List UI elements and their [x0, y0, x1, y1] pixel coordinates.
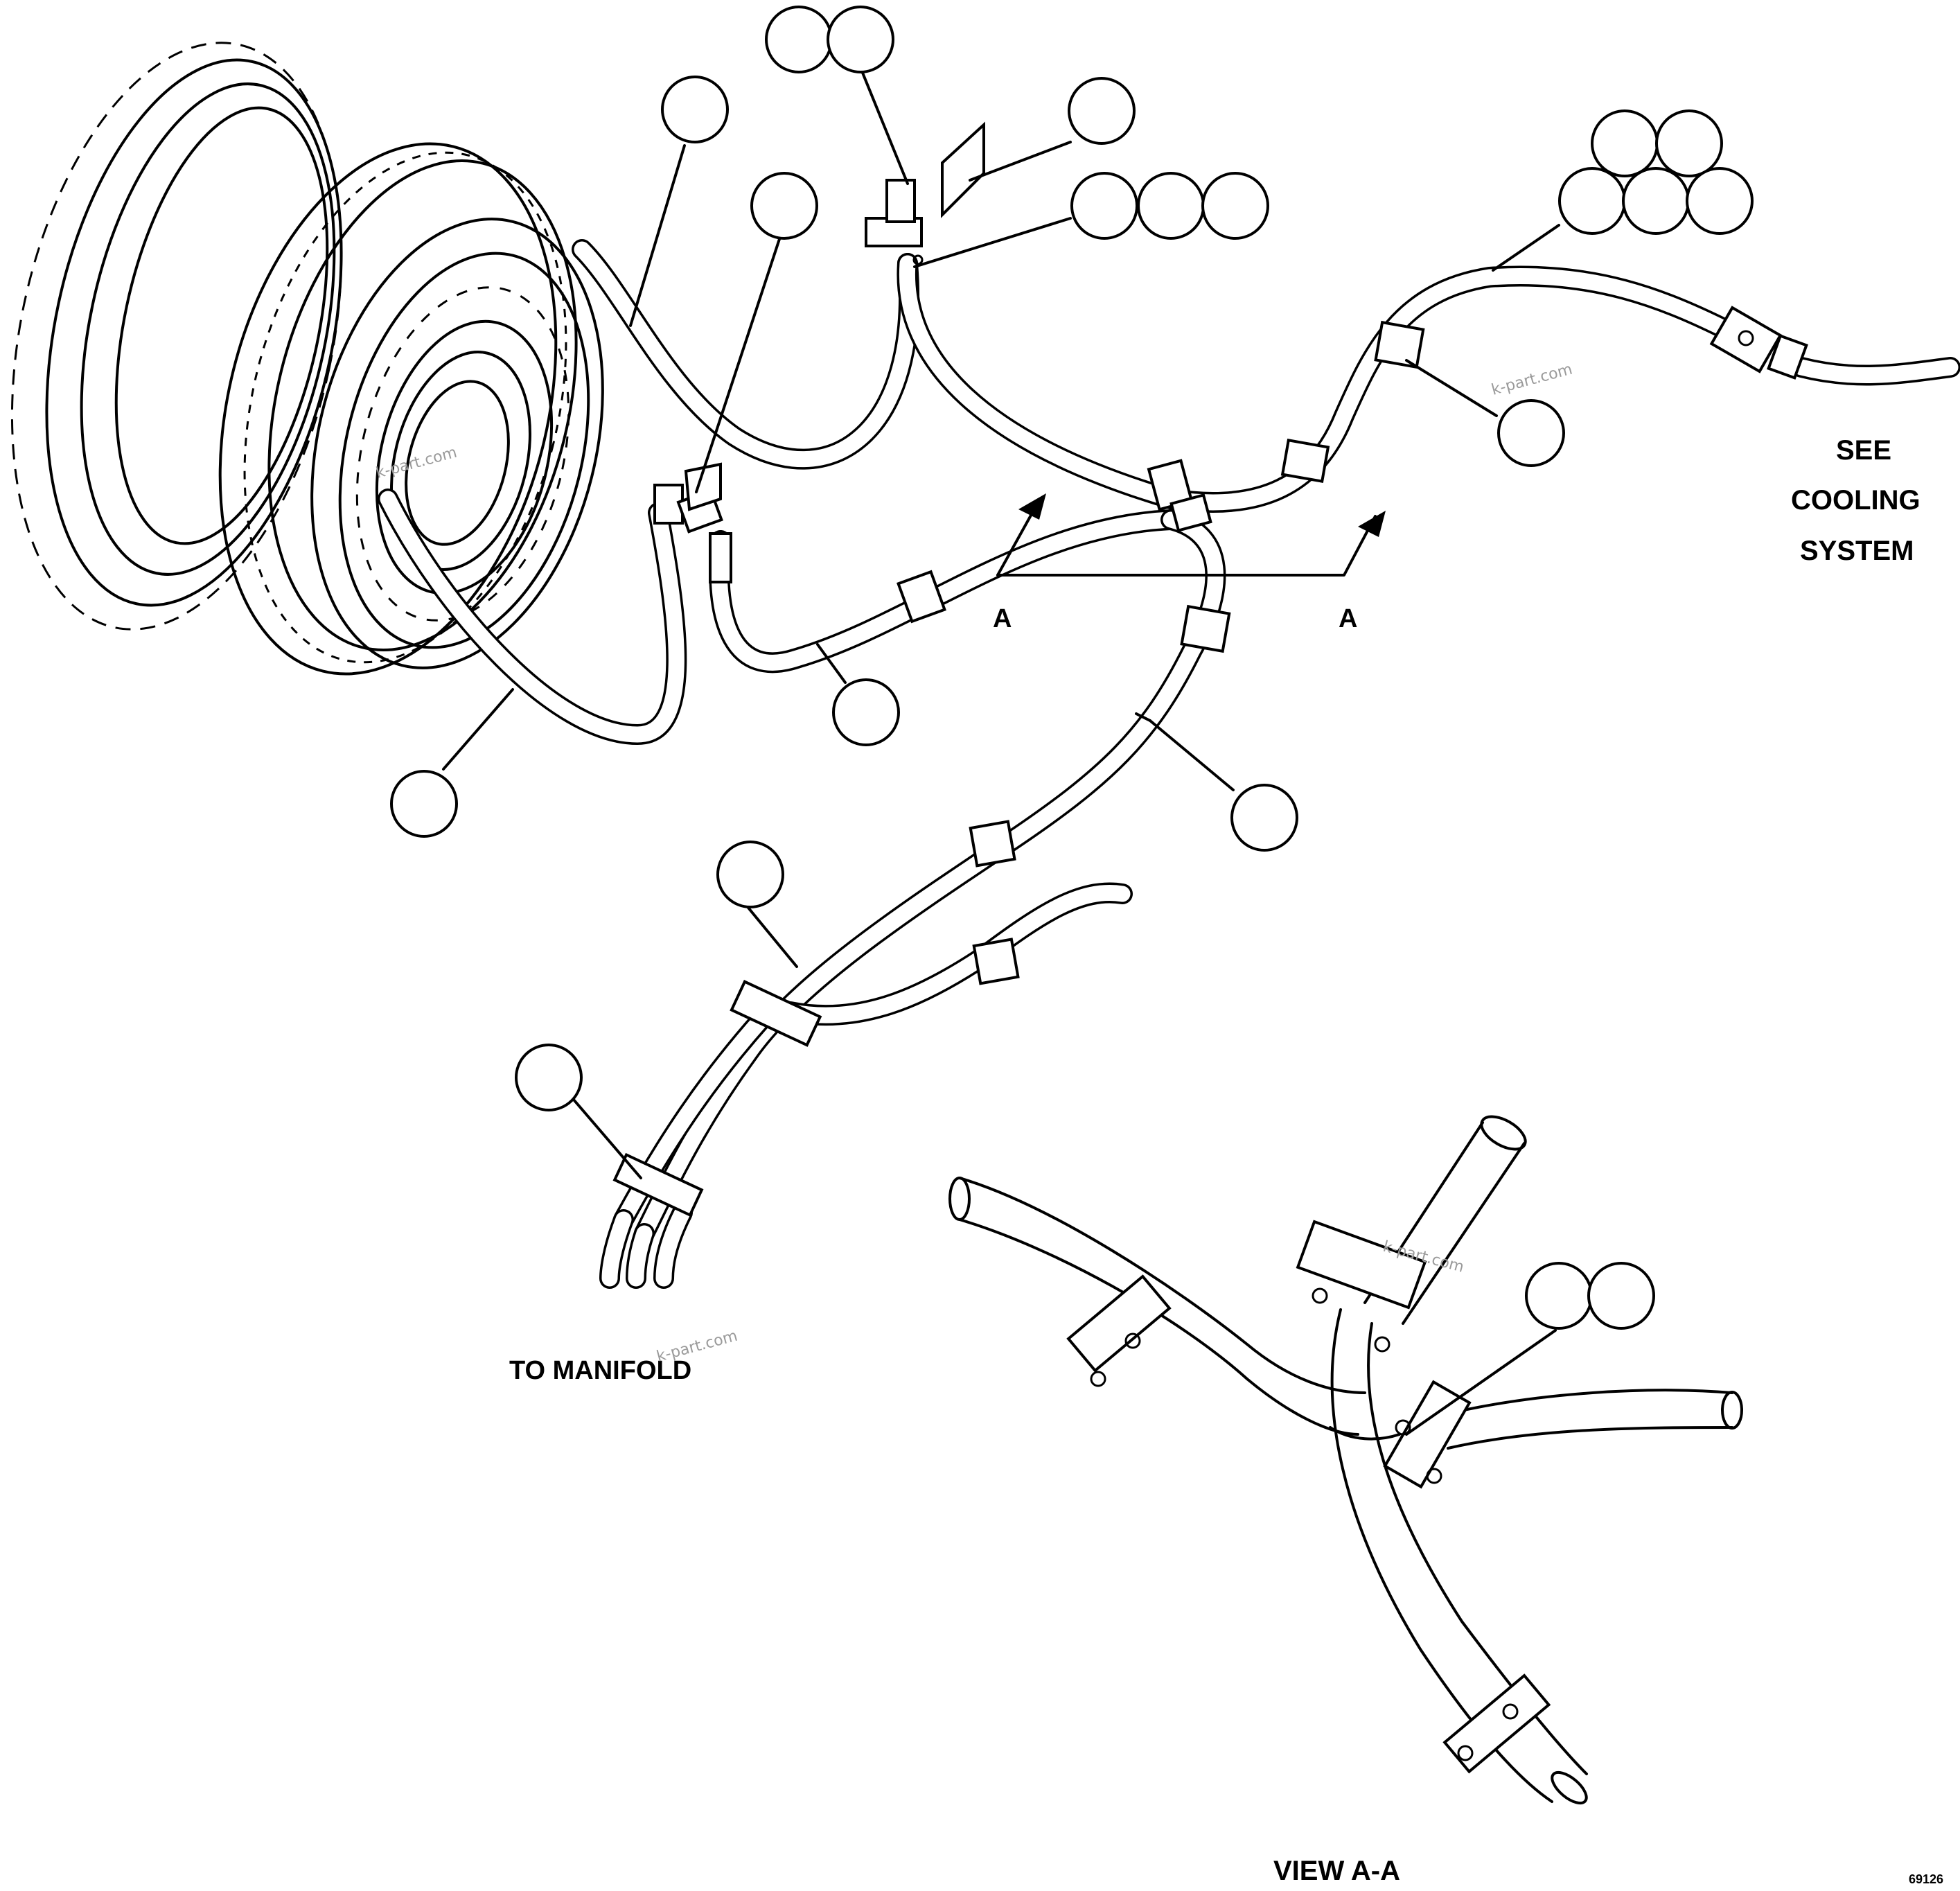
- callout-bubble: [390, 770, 458, 838]
- watermark: k-part.com: [1490, 361, 1574, 399]
- callout-bubbles: [390, 6, 1754, 1330]
- callout-bubble: [832, 678, 900, 746]
- see-cooling-system-line2: COOLING: [1791, 485, 1921, 516]
- watermark: k-part.com: [374, 444, 459, 482]
- cooling-fitting: [1709, 306, 1808, 380]
- callout-leaders: [442, 71, 1560, 1436]
- callout-bubble: [1068, 77, 1136, 145]
- see-cooling-system-line1: SEE: [1836, 435, 1891, 466]
- callout-bubble: [1497, 399, 1565, 467]
- callout-bubble: [661, 76, 729, 143]
- torque-converter-housing: [218, 142, 578, 676]
- callout-bubble: [515, 1044, 583, 1111]
- callout-bubble: [750, 172, 818, 240]
- callout-bubble: [1070, 172, 1138, 240]
- section-cut-line: [996, 493, 1386, 577]
- harness-clamps: [612, 320, 1425, 1217]
- callout-bubble: [1137, 172, 1205, 240]
- watermark: k-part.com: [655, 1328, 739, 1366]
- callout-bubble: [1525, 1262, 1593, 1330]
- callout-bubble: [1622, 167, 1690, 235]
- callout-bubble: [765, 6, 833, 73]
- callout-bubble: [1686, 167, 1754, 235]
- callout-bubble: [1587, 1262, 1655, 1330]
- callout-bubble: [827, 6, 894, 73]
- to-manifold-label: TO MANIFOLD: [509, 1356, 691, 1385]
- callout-bubble: [716, 841, 784, 908]
- converter-face: [310, 218, 604, 669]
- view-a-a-detail: [948, 1115, 1743, 1805]
- callout-bubble: [1655, 109, 1723, 177]
- hose-bundle: [378, 239, 1960, 1289]
- ring-gear: [10, 42, 343, 631]
- callout-bubble: [1201, 172, 1269, 240]
- section-marker-left: A: [993, 604, 1012, 633]
- view-a-a-title: VIEW A-A: [1273, 1856, 1400, 1886]
- fitting-elbow: [653, 462, 732, 583]
- callout-bubble: [1591, 109, 1659, 177]
- callout-bubble: [1558, 167, 1626, 235]
- see-cooling-system-line3: SYSTEM: [1800, 536, 1914, 566]
- section-marker-right: A: [1339, 604, 1357, 633]
- figure-number: 69126: [1909, 1872, 1943, 1886]
- fitting-upper: [865, 121, 985, 265]
- callout-bubble: [1230, 784, 1298, 852]
